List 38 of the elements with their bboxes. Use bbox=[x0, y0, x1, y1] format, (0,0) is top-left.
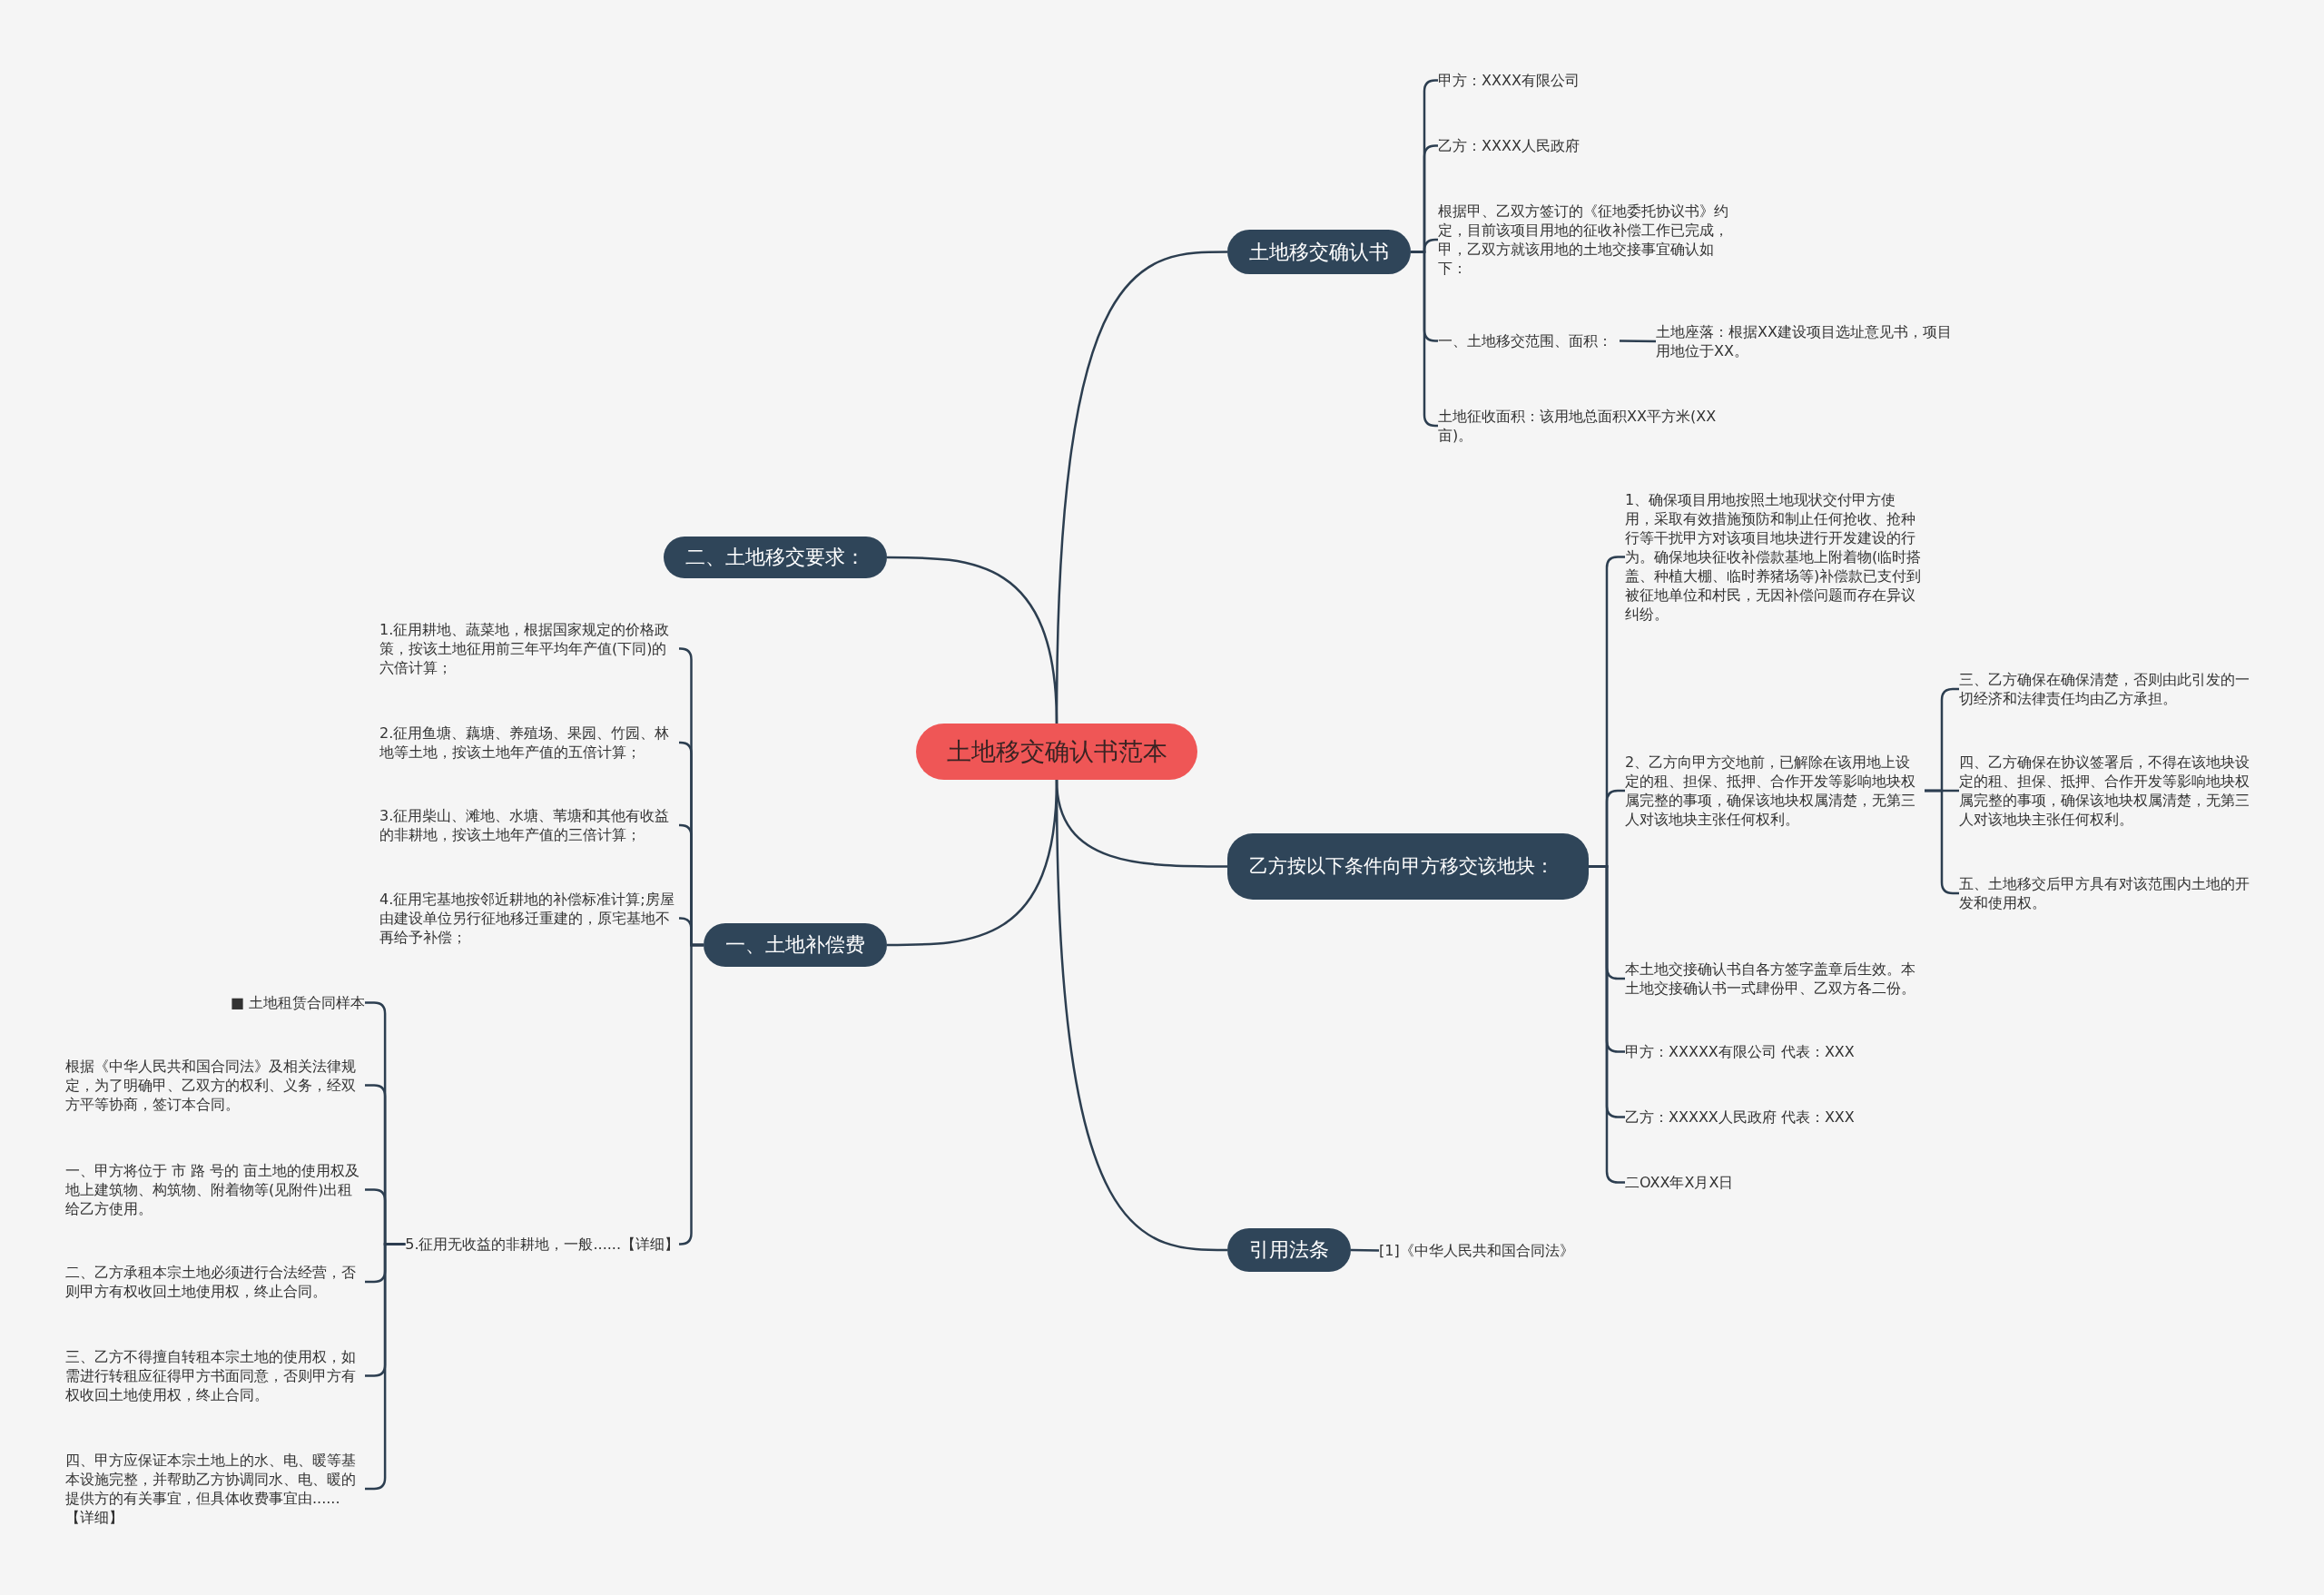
branch-text: 根据甲、乙双方签订的《征地委托协议书》约定，目前该项目用地的征收补偿工作已完成，甲，乙双方就该用地的土地交接事宜确认如下： bbox=[1438, 202, 1738, 278]
connector-line bbox=[887, 779, 1059, 947]
branch-text: 五、土地移交后甲方具有对该范围内土地的开发和使用权。 bbox=[1959, 874, 2259, 912]
branch-text: 土地征收面积：该用地总面积XX平方米(XX亩)。 bbox=[1438, 407, 1738, 445]
branch-text: 二、乙方承租本宗土地必须进行合法经营，否则甲方有权收回土地使用权，终止合同。 bbox=[65, 1263, 365, 1301]
branch-text: 根据《中华人民共和国合同法》及相关法律规定，为了明确甲、乙双方的权利、义务，经双方平等协商，签订本合同。 bbox=[65, 1057, 365, 1114]
connector-line bbox=[678, 943, 704, 1245]
branch-text: 二OXX年X月X日 bbox=[1625, 1173, 1925, 1192]
branch-text: 三、乙方不得擅自转租本宗土地的使用权，如需进行转租应征得甲方书面同意，否则甲方有权收回土地使用权，终止合同。 bbox=[65, 1347, 365, 1404]
branch-text: 2.征用鱼塘、藕塘、养殖场、果园、竹园、林地等土地，按该土地年产值的五倍计算； bbox=[379, 724, 679, 762]
central-topic: 土地移交确认书范本 bbox=[916, 724, 1197, 780]
branch-text: 土地座落：根据XX建设项目选址意见书，项目用地位于XX。 bbox=[1656, 322, 1955, 360]
topic-pill: 土地移交确认书 bbox=[1227, 230, 1411, 274]
branch-text: 1、确保项目用地按照土地现状交付甲方使用，采取有效措施预防和制止任何抢收、抢种行等干扰甲方对该项目地块进行开发建设的行为。确保地块征收补偿款基地上附着物(临时搭盖、种植大棚、临时养猪场等)补偿款已支付到被征地单位和村民，无因补偿问题而存在异议纠纷。 bbox=[1625, 490, 1925, 624]
branch-text: 一、甲方将位于 市 路 号的 亩土地的使用权及地上建筑物、构筑物、附着物等(见附件)出租给乙方使用。 bbox=[65, 1161, 365, 1218]
branch-text: 一、土地移交范围、面积： bbox=[1438, 331, 1620, 350]
branch-text: 甲方：XXXXX有限公司 代表：XXX bbox=[1625, 1042, 1925, 1061]
branch-text: 乙方：XXXXX人民政府 代表：XXX bbox=[1625, 1108, 1925, 1127]
branch-text: 四、甲方应保证本宗土地上的水、电、暖等基本设施完整，并帮助乙方协调同水、电、暖的提供方的有关事宜，但具体收费事宜由......【详细】 bbox=[65, 1451, 365, 1527]
branch-text: [1]《中华人民共和国合同法》 bbox=[1379, 1241, 1679, 1260]
branch-text: 四、乙方确保在协议签署后，不得在该地块设定的租、担保、抵押、合作开发等影响地块权属完整的事项，确保该地块权属清楚，无第三人对该地块主张任何权利。 bbox=[1959, 753, 2259, 829]
branch-text: 乙方：XXXX人民政府 bbox=[1438, 136, 1738, 155]
branch-text: 5.征用无收益的非耕地，一般......【详细】 bbox=[405, 1235, 679, 1254]
topic-pill: 一、土地补偿费 bbox=[704, 923, 887, 967]
topic-pill: 二、土地移交要求： bbox=[664, 537, 887, 578]
branch-text: ■ 土地租赁合同样本 bbox=[230, 993, 365, 1012]
connector-line bbox=[887, 556, 1059, 724]
topic-pill: 引用法条 bbox=[1227, 1228, 1351, 1272]
branch-text: 1.征用耕地、蔬菜地，根据国家规定的价格政策，按该土地征用前三年平均年产值(下同)的六倍计算； bbox=[379, 620, 679, 677]
branch-text: 甲方：XXXX有限公司 bbox=[1438, 71, 1738, 90]
branch-text: 三、乙方确保在确保清楚，否则由此引发的一切经济和法律责任均由乙方承担。 bbox=[1959, 670, 2259, 708]
connector-line bbox=[1620, 340, 1656, 343]
topic-pill: 乙方按以下条件向甲方移交该地块： bbox=[1227, 833, 1589, 900]
connector-line bbox=[1350, 1248, 1380, 1252]
branch-text: 4.征用宅基地按邻近耕地的补偿标准计算;房屋由建设单位另行征地移迁重建的，原宅基地不再给予补偿； bbox=[379, 890, 679, 947]
branch-text: 本土地交接确认书自各方签字盖章后生效。本土地交接确认书一式肆份甲、乙双方各二份。 bbox=[1625, 960, 1925, 998]
branch-text: 3.征用柴山、滩地、水塘、苇塘和其他有收益的非耕地，按该土地年产值的三倍计算； bbox=[379, 806, 679, 844]
branch-text: 2、乙方向甲方交地前，已解除在该用地上设定的租、担保、抵押、合作开发等影响地块权属完整的事项，确保该地块权属清楚，无第三人对该地块主张任何权利。 bbox=[1625, 753, 1925, 829]
